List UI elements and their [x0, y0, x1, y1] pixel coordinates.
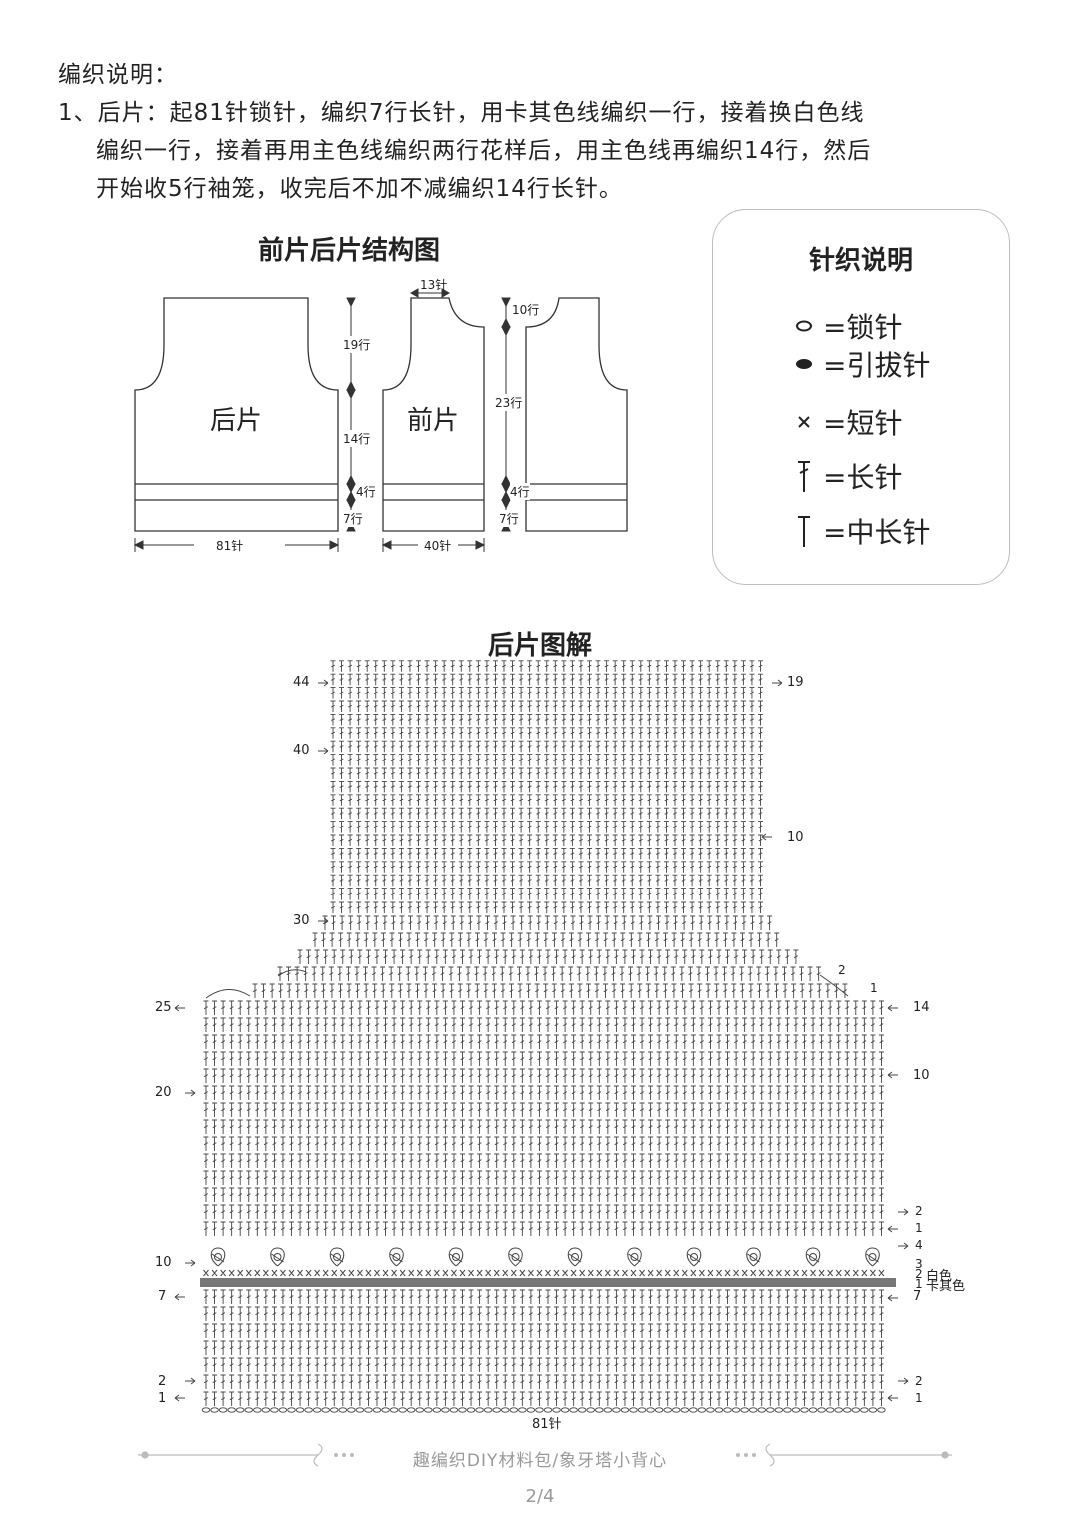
legend-item-single: =短针: [793, 402, 902, 442]
dim-front-base: 7行: [499, 510, 519, 527]
dim-back-base: 7行: [343, 510, 363, 527]
row-label-left-44: 44: [293, 675, 310, 690]
row-label-right-body-1: 1: [915, 1221, 923, 1235]
dim-front-pattern: 4行: [510, 483, 530, 500]
row-label-left-25: 25: [155, 1000, 172, 1015]
row-label-right-pattern-2: 2: [915, 1267, 923, 1281]
row-label-right-pattern-4: 4: [915, 1238, 923, 1252]
row-label-left-2: 2: [158, 1374, 167, 1389]
back-piece-chart: [174, 660, 909, 1413]
row-label-right-10: 10: [787, 830, 804, 845]
footer-ornament: [138, 1443, 952, 1467]
step-1-line-1: 1、后片：起81针锁针，编织7行长针，用卡其色线编织一行，接着换白色线: [58, 100, 865, 126]
legend-title: 针织说明: [808, 246, 913, 276]
page-number: 2/4: [525, 1486, 555, 1507]
row-label-right-armhole-2: 2: [838, 963, 846, 977]
row-label-left-40: 40: [293, 743, 310, 758]
half-double-crochet-icon: [793, 514, 823, 548]
row-label-right-19: 19: [787, 675, 804, 690]
structure-diagram: [133, 288, 628, 552]
row-label-left-1: 1: [158, 1391, 167, 1406]
double-crochet-icon: [793, 459, 823, 493]
legend-item-slip: =引拔针: [793, 344, 930, 384]
legend-label-half: =中长针: [823, 516, 931, 549]
row-label-left-7: 7: [158, 1289, 167, 1304]
chart-bottom-width: 81针: [532, 1417, 562, 1432]
footer-brand: 趣编织DIY材料包/象牙塔小背心: [412, 1451, 668, 1471]
instructions-step-1: 1、后片：起81针锁针，编织7行长针，用卡其色线编织一行，接着换白色线 编织一行…: [58, 94, 1026, 208]
legend-item-chain: =锁针: [793, 306, 902, 346]
instructions: 编织说明： 1、后片：起81针锁针，编织7行长针，用卡其色线编织一行，接着换白色…: [58, 56, 1026, 208]
row-label-right-14: 14: [913, 1000, 930, 1015]
legend-label-double: =长针: [823, 461, 903, 494]
row-label-left-10: 10: [155, 1255, 172, 1270]
row-label-right-base-2: 2: [915, 1374, 923, 1388]
single-crochet-icon: [793, 405, 823, 439]
front-left-outline: [382, 297, 485, 532]
back-piece-label: 后片: [210, 406, 263, 436]
row-label-right-base-1: 1: [915, 1391, 923, 1405]
chart-title: 后片图解: [488, 631, 593, 661]
row-label-right-7: 7: [913, 1289, 922, 1304]
legend-item-half: =中长针: [793, 511, 930, 551]
dim-front-width: 40针: [424, 537, 452, 554]
chain-icon: [793, 309, 823, 343]
dim-front-neck: 10行: [512, 303, 540, 317]
color-label-white: 白色: [926, 1269, 953, 1284]
dim-front-armhole: 23行: [495, 394, 523, 411]
step-1-line-2: 编织一行，接着再用主色线编织两行花样后，用主色线再编织14行，然后: [96, 138, 872, 164]
stitch-legend: 针织说明 =锁针 =引拔针 =短针 =长针 =中长针: [712, 209, 1010, 585]
legend-label-single: =短针: [823, 407, 903, 440]
row-label-right-body-10: 10: [913, 1068, 930, 1083]
color-label-khaki: 卡其色: [926, 1279, 966, 1294]
legend-label-slip: =引拔针: [823, 349, 931, 382]
row-label-left-30: 30: [293, 913, 310, 928]
slip-stitch-icon: [793, 347, 823, 381]
structure-title: 前片后片结构图: [258, 236, 441, 266]
step-1-line-3: 开始收5行袖笼，收完后不加不减编织14行长针。: [96, 176, 623, 202]
legend-item-double: =长针: [793, 456, 902, 496]
dim-back-width: 81针: [214, 537, 246, 554]
front-piece-label: 前片: [407, 406, 460, 436]
row-label-right-pattern-1: 1: [915, 1277, 923, 1291]
row-label-right-pattern-3: 3: [915, 1257, 923, 1271]
dim-back-pattern: 4行: [356, 483, 376, 500]
row-label-right-armhole-1: 1: [870, 981, 878, 995]
row-label-left-20: 20: [155, 1085, 172, 1100]
dim-neck-width: 13针: [420, 278, 448, 292]
back-piece-outline: [134, 297, 339, 532]
front-right-outline: [525, 297, 628, 532]
instructions-heading: 编织说明：: [58, 62, 178, 88]
dim-back-armhole: 19行: [343, 336, 371, 353]
dim-back-body: 14行: [343, 430, 371, 447]
row-label-right-body-2: 2: [915, 1204, 923, 1218]
legend-label-chain: =锁针: [823, 311, 903, 344]
